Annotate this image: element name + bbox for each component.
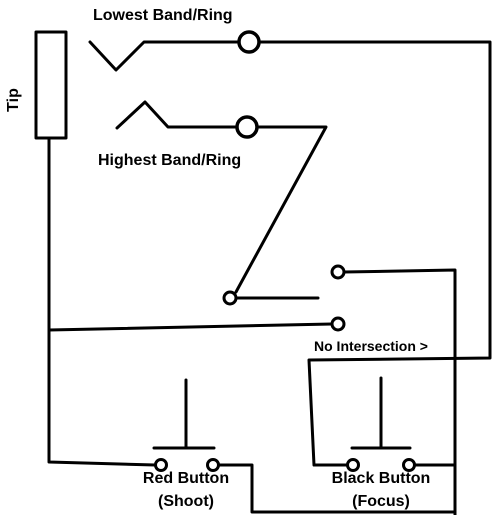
focus-wire [342, 268, 457, 515]
switch-upper-terminal [330, 264, 346, 280]
black-button-label: Black Button [332, 470, 431, 487]
red-button-left-terminal [154, 458, 168, 472]
black-button-left-terminal [346, 458, 360, 472]
lowest-ring-terminal [237, 30, 261, 54]
red-button-return-wire [217, 463, 457, 514]
red-button-right-terminal [206, 458, 220, 472]
highest-ring-terminal [235, 115, 259, 139]
black-button-right-terminal [402, 458, 416, 472]
highest-ring-contact [115, 100, 240, 130]
black-button-sublabel: (Focus) [352, 493, 410, 510]
shoot-junction-wire [47, 322, 334, 332]
switch-lower-terminal [330, 316, 346, 332]
red-button-label: Red Button [143, 470, 229, 487]
tip-contact [34, 30, 68, 140]
lowest-ring-wire [257, 40, 492, 467]
tip-label: Tip [5, 88, 22, 112]
tip-wire [47, 136, 157, 467]
lowest-ring-contact [88, 40, 242, 72]
no-intersection-label: No Intersection > [314, 338, 428, 354]
switch-common-terminal [222, 290, 238, 306]
lowest-ring-label: Lowest Band/Ring [93, 7, 233, 24]
highest-ring-label: Highest Band/Ring [98, 152, 241, 169]
red-button-sublabel: (Shoot) [158, 493, 214, 510]
highest-ring-wire [234, 125, 328, 294]
